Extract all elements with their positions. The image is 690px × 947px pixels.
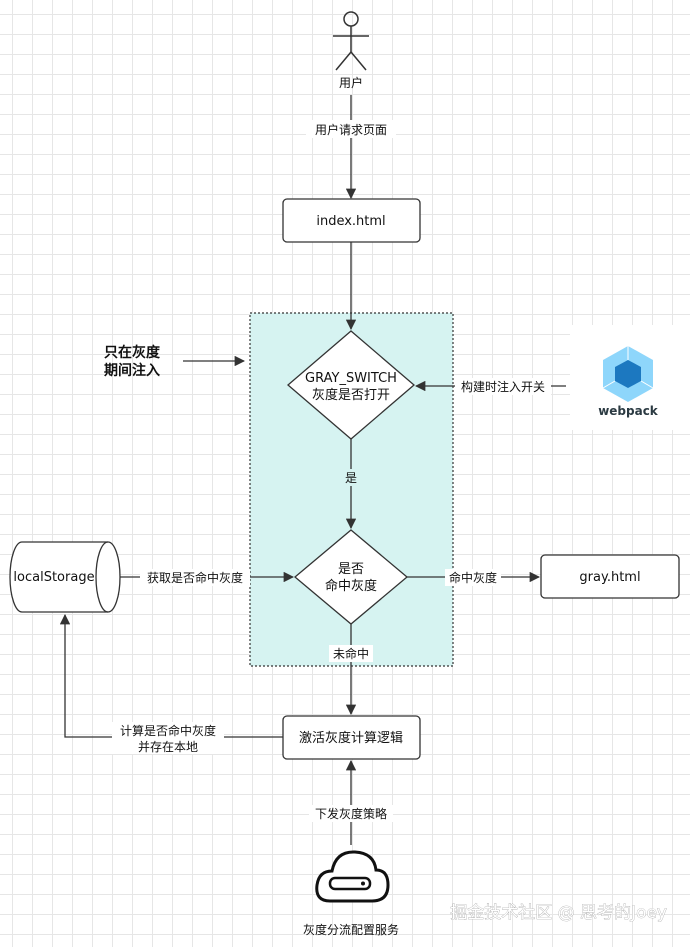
gray-html-label: gray.html	[579, 570, 640, 585]
edge-label-issue-policy: 下发灰度策略	[315, 806, 387, 821]
edge-label-get-hit: 获取是否命中灰度	[147, 570, 243, 585]
webpack-logo-icon: webpack	[570, 325, 690, 430]
edge-label-hit: 命中灰度	[449, 570, 497, 585]
hit-gray-label-line1: 是否	[338, 562, 364, 577]
edge-label-yes: 是	[345, 471, 357, 485]
edge-label-request-page: 用户请求页面	[315, 122, 387, 137]
edge-label-bg	[455, 378, 551, 395]
edge-label-bg	[306, 120, 396, 138]
local-storage-node	[9, 541, 121, 613]
webpack-label: webpack	[598, 404, 659, 418]
gray-switch-label-line1: GRAY_SWITCH	[305, 371, 397, 386]
index-html-label: index.html	[316, 214, 385, 229]
user-label: 用户	[339, 75, 363, 90]
activate-gray-label: 激活灰度计算逻辑	[299, 730, 403, 746]
edge-label-bg	[140, 569, 250, 586]
edge-label-bg	[112, 722, 224, 754]
user-actor-icon	[333, 11, 369, 71]
hit-gray-label-line2: 命中灰度	[325, 578, 377, 594]
watermark: 掘金技术社区 @ 思考的Joey	[450, 903, 667, 923]
edge-label-bg	[309, 805, 393, 822]
service-label: 灰度分流配置服务	[303, 922, 399, 937]
edge-label-calc-line1: 计算是否命中灰度	[120, 723, 216, 738]
edge-label-bg	[329, 645, 373, 662]
local-storage-label: localStorage	[13, 570, 94, 585]
edge-label-not-hit: 未命中	[333, 646, 369, 661]
gray-only-note-line1: 只在灰度	[104, 344, 161, 361]
edge-label-build-inject: 构建时注入开关	[461, 379, 545, 394]
edge-label-bg	[342, 469, 360, 486]
gray-html-node	[540, 554, 680, 599]
cloud-server-icon	[315, 850, 390, 903]
gray-only-note-line2: 期间注入	[104, 362, 160, 379]
edge-label-bg	[445, 569, 501, 586]
gray-switch-label-line2: 灰度是否打开	[312, 387, 390, 403]
edge-label-calc-line2: 并存在本地	[138, 740, 198, 754]
